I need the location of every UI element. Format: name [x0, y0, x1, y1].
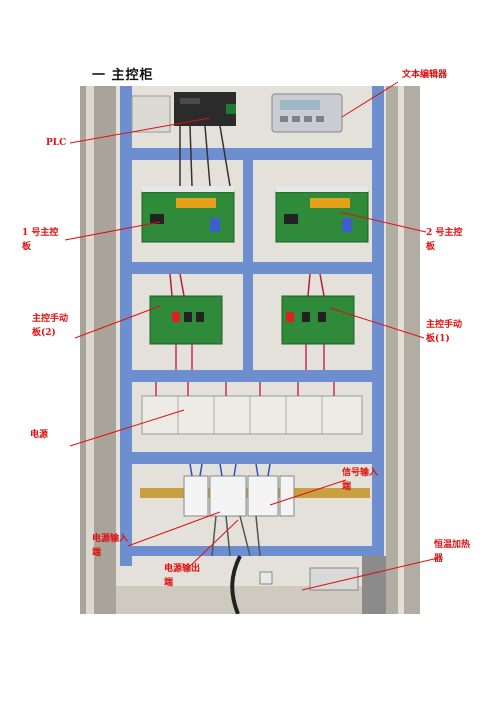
power-output-label-line2: 端: [164, 578, 174, 588]
power-supply-label: 电源: [30, 430, 49, 440]
plc-label: PLC: [46, 138, 67, 148]
heater-label-line2: 器: [434, 554, 444, 564]
signal-input-label-line1: 信号输入: [342, 468, 379, 478]
power-input-label: 电源输入 端: [92, 532, 128, 560]
main-board-1-label-line2: 板: [22, 242, 32, 252]
main-board-2-label-line1: 2 号主控: [426, 228, 463, 238]
signal-input-label-line2: 端: [342, 482, 352, 492]
page-heading: 一 主控柜: [92, 68, 154, 83]
manual-board-2-label: 主控手动 板(2): [32, 312, 68, 340]
manual-board-1-label-line1: 主控手动: [426, 320, 463, 330]
power-input-label-line2: 端: [92, 548, 102, 558]
main-board-1-label: 1 号主控 板: [22, 226, 58, 254]
cabinet-photo: [80, 86, 420, 614]
heater-label-line1: 恒温加热: [434, 540, 471, 550]
main-board-2-label: 2 号主控 板: [426, 226, 462, 254]
heater-label: 恒温加热 器: [434, 538, 470, 566]
manual-board-2-label-line2: 板(2): [32, 328, 56, 338]
cabinet-illustration: [80, 86, 420, 614]
main-board-2-label-line2: 板: [426, 242, 436, 252]
manual-board-1-label: 主控手动 板(1): [426, 318, 462, 346]
power-input-label-line1: 电源输入: [92, 534, 129, 544]
power-output-label: 电源输出 端: [164, 562, 200, 590]
main-board-1-label-line1: 1 号主控: [22, 228, 59, 238]
power-output-label-line1: 电源输出: [164, 564, 201, 574]
manual-board-2-label-line1: 主控手动: [32, 314, 69, 324]
text-editor-label: 文本编辑器: [402, 70, 448, 80]
signal-input-label: 信号输入 端: [342, 466, 378, 494]
manual-board-1-label-line2: 板(1): [426, 334, 450, 344]
